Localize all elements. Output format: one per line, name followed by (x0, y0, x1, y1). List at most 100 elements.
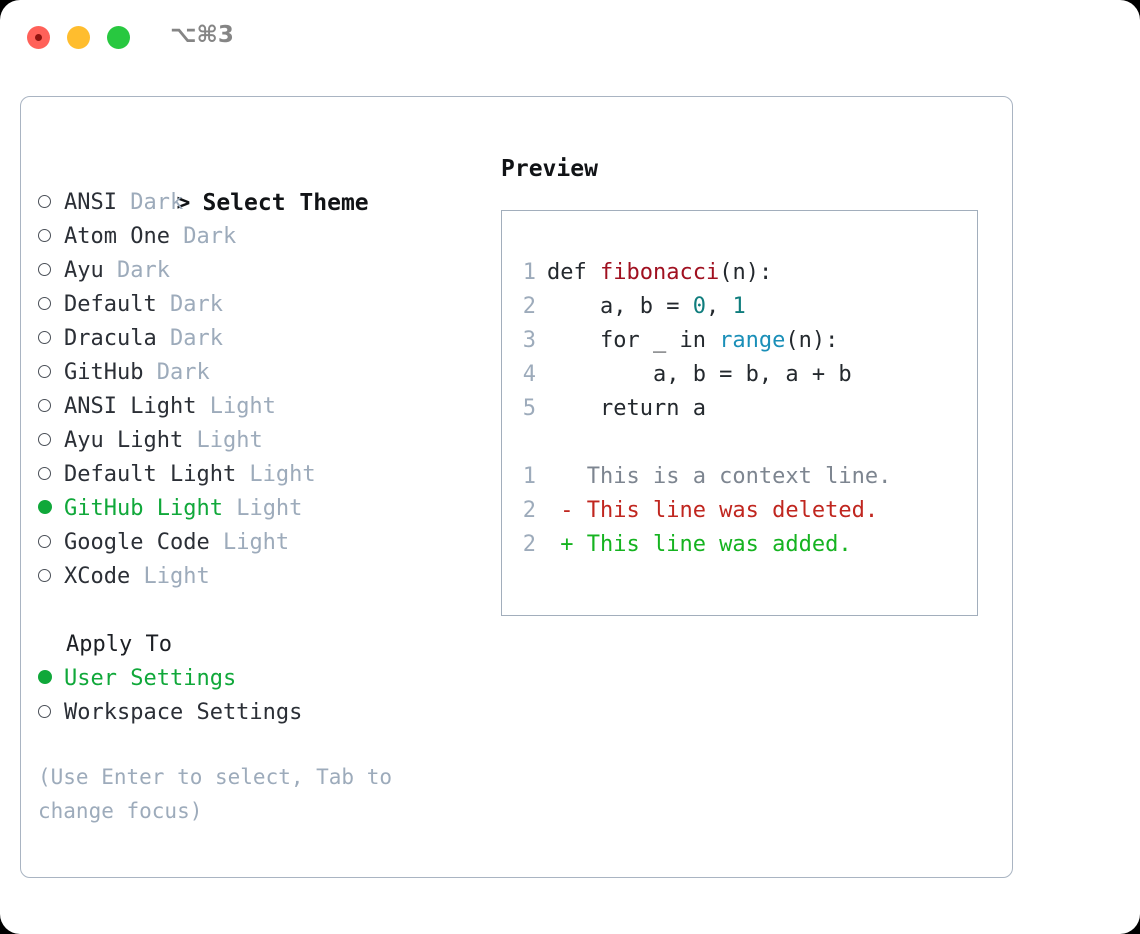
theme-name-label: Ayu Light (64, 428, 184, 453)
diff-line: 2 - This line was deleted. (514, 494, 891, 528)
theme-list-item[interactable]: ANSI Light Light (38, 390, 488, 424)
theme-radio-marker (38, 390, 64, 424)
theme-list-item[interactable]: XCode Light (38, 560, 488, 594)
apply-to-heading: Apply To (66, 632, 172, 657)
code-token: 1 (732, 294, 746, 319)
radio-empty-icon (38, 466, 51, 480)
code-line: 2 a, b = 0, 1 (514, 290, 891, 324)
diff-line-text: - This line was deleted. (547, 498, 879, 523)
code-token: a, b = (547, 294, 693, 319)
radio-empty-icon (38, 228, 51, 242)
theme-name-label: Default (64, 292, 157, 317)
theme-list-item[interactable]: Ayu Light Light (38, 424, 488, 458)
code-token: (n): (785, 328, 839, 353)
radio-empty-icon (38, 296, 51, 310)
radio-empty-icon (38, 262, 51, 276)
radio-selected-icon (38, 500, 52, 514)
theme-radio-marker (38, 526, 64, 560)
code-token: return a (547, 396, 706, 421)
theme-radio-marker (38, 560, 64, 594)
theme-list-item[interactable]: Google Code Light (38, 526, 488, 560)
theme-list-item[interactable]: Default Light Light (38, 458, 488, 492)
theme-name-label: Default Light (64, 462, 237, 487)
theme-variant-badge: Light (236, 462, 316, 487)
code-token: range (719, 328, 786, 353)
radio-empty-icon (38, 330, 51, 344)
theme-variant-badge: Light (183, 428, 263, 453)
apply-to-label: Workspace Settings (64, 700, 303, 725)
theme-variant-badge: Light (130, 564, 210, 589)
select-theme-heading-label: Select Theme (202, 190, 369, 216)
code-token: 0 (692, 294, 706, 319)
theme-name-label: Atom One (64, 224, 170, 249)
minimize-button[interactable] (67, 26, 90, 49)
apply-to-option[interactable]: Workspace Settings (38, 696, 488, 730)
apply-to-radio-marker (38, 696, 64, 730)
radio-empty-icon (38, 432, 51, 446)
theme-variant-badge: Dark (116, 190, 184, 215)
theme-name-label: ANSI (64, 190, 117, 215)
theme-radio-marker (38, 356, 64, 390)
theme-radio-marker (38, 322, 64, 356)
theme-list-item[interactable]: GitHub Light Light (38, 492, 488, 526)
apply-to-option[interactable]: User Settings (38, 662, 488, 696)
line-number: 3 (522, 328, 536, 353)
code-token: fibonacci (599, 260, 720, 285)
theme-variant-badge: Dark (169, 224, 237, 249)
diff-line: 2 + This line was added. (514, 528, 891, 562)
theme-variant-badge: Dark (143, 360, 210, 385)
radio-selected-icon (38, 670, 52, 684)
line-number: 4 (522, 362, 536, 387)
keyboard-shortcut-label: ⌥⌘3 (170, 22, 234, 48)
code-line: 3 for _ in range(n): (514, 324, 891, 358)
diff-line-number: 2 (522, 532, 536, 557)
theme-variant-badge: Dark (156, 292, 223, 317)
theme-name-label: ANSI Light (64, 394, 197, 419)
line-number: 1 (522, 260, 536, 285)
theme-list-item[interactable]: Default Dark (38, 288, 488, 322)
diff-line-number: 1 (522, 464, 536, 489)
theme-variant-badge: Light (196, 394, 276, 419)
window-controls (27, 26, 130, 49)
diff-line: 1 This is a context line. (514, 460, 892, 494)
close-button[interactable] (27, 26, 50, 49)
diff-line-text: This is a context line. (547, 464, 892, 489)
radio-empty-icon (38, 704, 51, 718)
diff-line-number: 2 (522, 498, 536, 523)
theme-list-item[interactable]: Ayu Dark (38, 254, 488, 288)
theme-variant-badge: Dark (156, 326, 223, 351)
radio-empty-icon (38, 398, 51, 412)
maximize-button[interactable] (107, 26, 130, 49)
theme-radio-marker (38, 492, 64, 526)
title-bar: ⌥⌘3 (0, 0, 1140, 76)
theme-name-label: Ayu (64, 258, 104, 283)
theme-list-item[interactable]: ANSI Dark (38, 186, 488, 220)
diff-line-text: + This line was added. (547, 532, 852, 557)
theme-variant-badge: Light (222, 496, 303, 521)
theme-list-item[interactable]: Dracula Dark (38, 322, 488, 356)
theme-radio-marker (38, 288, 64, 322)
code-token: for _ in (547, 328, 720, 353)
theme-name-label: Dracula (64, 326, 157, 351)
theme-name-label: GitHub (64, 360, 144, 385)
keyboard-hint-text: (Use Enter to select, Tab to change focu… (38, 765, 393, 823)
apply-to-label: User Settings (64, 666, 237, 691)
theme-name-label: Google Code (64, 530, 210, 555)
radio-empty-icon (38, 364, 51, 378)
radio-empty-icon (38, 568, 51, 582)
code-blank-line (514, 426, 891, 460)
theme-list-item[interactable]: Atom One Dark (38, 220, 488, 254)
list-gap-spacer (38, 594, 488, 628)
theme-variant-badge: Light (209, 530, 290, 555)
theme-list-item[interactable]: GitHub Dark (38, 356, 488, 390)
select-theme-heading: >Select Theme (38, 152, 488, 216)
radio-empty-icon (38, 534, 51, 548)
code-line: 5 return a (514, 392, 891, 426)
